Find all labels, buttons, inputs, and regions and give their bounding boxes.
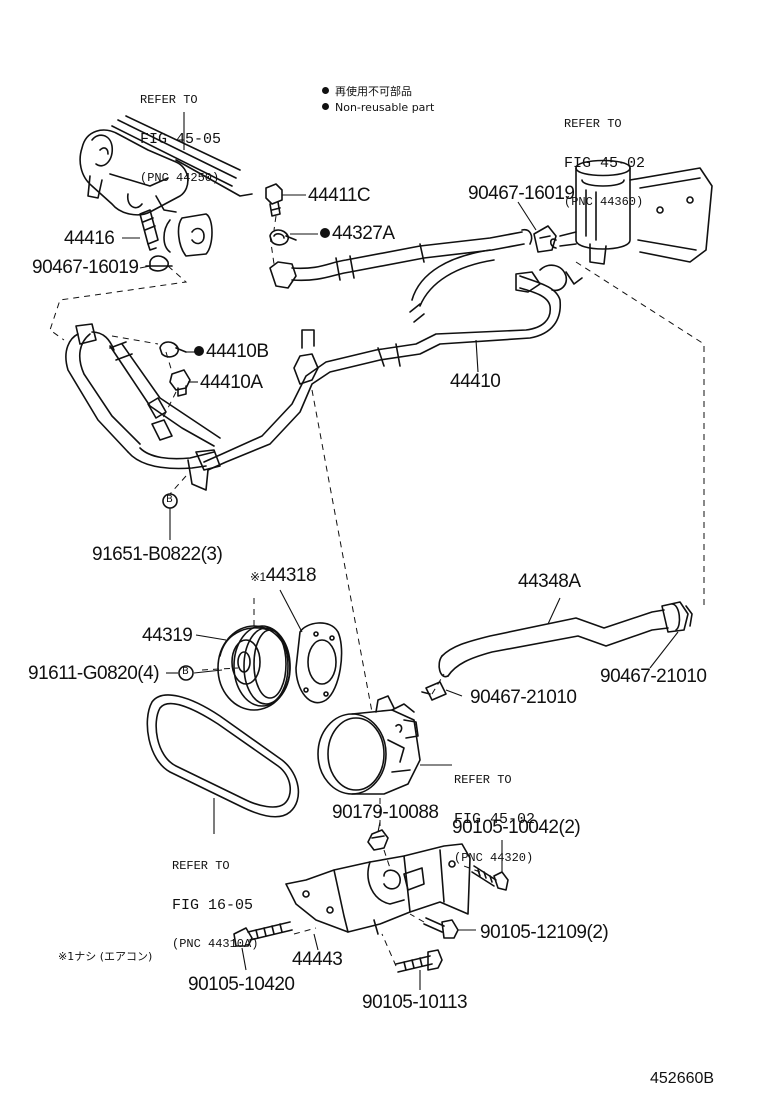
reference-line3: (PNC 44360)	[564, 195, 644, 209]
reference-line1: REFER TO	[140, 93, 198, 107]
union-bolt-44411C	[266, 184, 282, 216]
label-44410B: 44410B	[194, 342, 269, 361]
label-91611: 91611-G0820(4)	[28, 663, 160, 684]
reservoir-illustration	[551, 161, 712, 265]
bolt-90105-10113	[396, 950, 442, 972]
bracket-44443	[286, 844, 470, 934]
label-44327A-text: 44327A	[332, 223, 395, 244]
label-44411C: 44411C	[308, 185, 371, 206]
fitting-44416	[140, 210, 158, 250]
reference-line1: REFER TO	[172, 859, 230, 873]
reference-fig-45-05: REFER TO FIG 45-05 (PNC 44250)	[140, 68, 221, 198]
legend-text-en: Non-reusable part	[335, 101, 435, 114]
legend-row-en: Non-reusable part	[322, 100, 434, 116]
note-mark-1: ※1	[250, 570, 266, 584]
bolt-90105-12109	[424, 918, 458, 938]
reference-line2: FIG 45-02	[454, 811, 536, 828]
reference-line1: REFER TO	[564, 117, 622, 131]
reference-line3: (PNC 44250)	[140, 171, 220, 185]
legend-row-jp: 再使用不可部品	[322, 84, 434, 100]
gasket-44410B	[160, 342, 186, 357]
clip-90467-21010-mid	[422, 682, 446, 700]
power-steering-pump	[318, 696, 420, 794]
legend-text-jp: 再使用不可部品	[335, 85, 412, 98]
label-44327A: 44327A	[320, 224, 395, 243]
label-90105-12109: 90105-12109(2)	[480, 922, 609, 943]
clip-90467-16019-right	[534, 226, 556, 252]
non-reusable-dot-icon	[322, 87, 329, 94]
steering-gear-illustration	[80, 116, 252, 256]
label-90179: 90179-10088	[332, 802, 439, 823]
label-44410B-text: 44410B	[206, 341, 269, 362]
non-reusable-dot-icon	[322, 103, 329, 110]
reference-line2: FIG 45-05	[140, 131, 222, 148]
pulley-44319	[218, 626, 290, 710]
bolt-marker-text: B	[182, 666, 189, 677]
label-91651: 91651-B0822(3)	[92, 544, 223, 565]
reference-line3: (PNC 44320)	[454, 851, 534, 865]
return-hose-bundle	[66, 324, 220, 490]
label-44348A: 44348A	[518, 571, 581, 592]
reference-fig-45-02-reservoir: REFER TO FIG 45-02 (PNC 44360)	[564, 92, 645, 222]
bolt-90105-10420	[234, 922, 292, 946]
label-90105-10113: 90105-10113	[362, 992, 468, 1013]
nut-90179	[368, 830, 388, 850]
union-bolt-44410A	[170, 370, 190, 396]
v-belt	[147, 695, 298, 817]
reference-line2: FIG 45-02	[564, 155, 646, 172]
reference-line2: FIG 16-05	[172, 897, 254, 914]
footnote: ※1ナシ (エアコン)	[58, 950, 153, 963]
label-90105-10420: 90105-10420	[188, 974, 295, 995]
gasket-44327A	[270, 230, 296, 245]
non-reusable-dot-icon	[194, 346, 204, 356]
non-reusable-dot-icon	[320, 228, 330, 238]
label-90467-21010-right: 90467-21010	[600, 666, 707, 687]
figure-id: 452660B	[650, 1070, 715, 1087]
label-44318-text: 44318	[265, 565, 317, 586]
label-44318: ※144318	[250, 565, 317, 586]
bolt-marker-91611	[179, 666, 193, 680]
label-44319: 44319	[142, 625, 193, 646]
label-44416: 44416	[64, 228, 115, 249]
bolt-marker-text: B	[166, 494, 173, 505]
label-44410: 44410	[450, 371, 501, 392]
label-90467-16019-right: 90467-16019	[468, 183, 575, 204]
clip-90467-16019-left	[146, 256, 172, 271]
plate-44318	[296, 623, 342, 703]
label-44443: 44443	[292, 949, 343, 970]
bolt-90105-10042	[472, 866, 508, 890]
label-91611-text: 91611-G0820(4)	[28, 663, 160, 684]
dashed-connections	[50, 216, 704, 966]
label-44410A: 44410A	[200, 372, 263, 393]
pressure-line-44410	[204, 250, 582, 470]
reference-line3: (PNC 44310A)	[172, 937, 259, 951]
leader-lines	[122, 112, 678, 990]
reference-fig-16-05: REFER TO FIG 16-05 (PNC 44310A)	[172, 834, 258, 964]
label-90105-10042: 90105-10042(2)	[452, 817, 581, 838]
reference-fig-45-02-pump: REFER TO FIG 45-02 (PNC 44320)	[454, 748, 535, 878]
label-90467-21010-mid: 90467-21010	[470, 687, 577, 708]
reference-line1: REFER TO	[454, 773, 512, 787]
legend: 再使用不可部品 Non-reusable part	[322, 84, 434, 116]
pressure-line-upper	[270, 230, 532, 288]
suction-hose-44348A	[439, 602, 692, 677]
label-90467-16019-left: 90467-16019	[32, 257, 139, 278]
